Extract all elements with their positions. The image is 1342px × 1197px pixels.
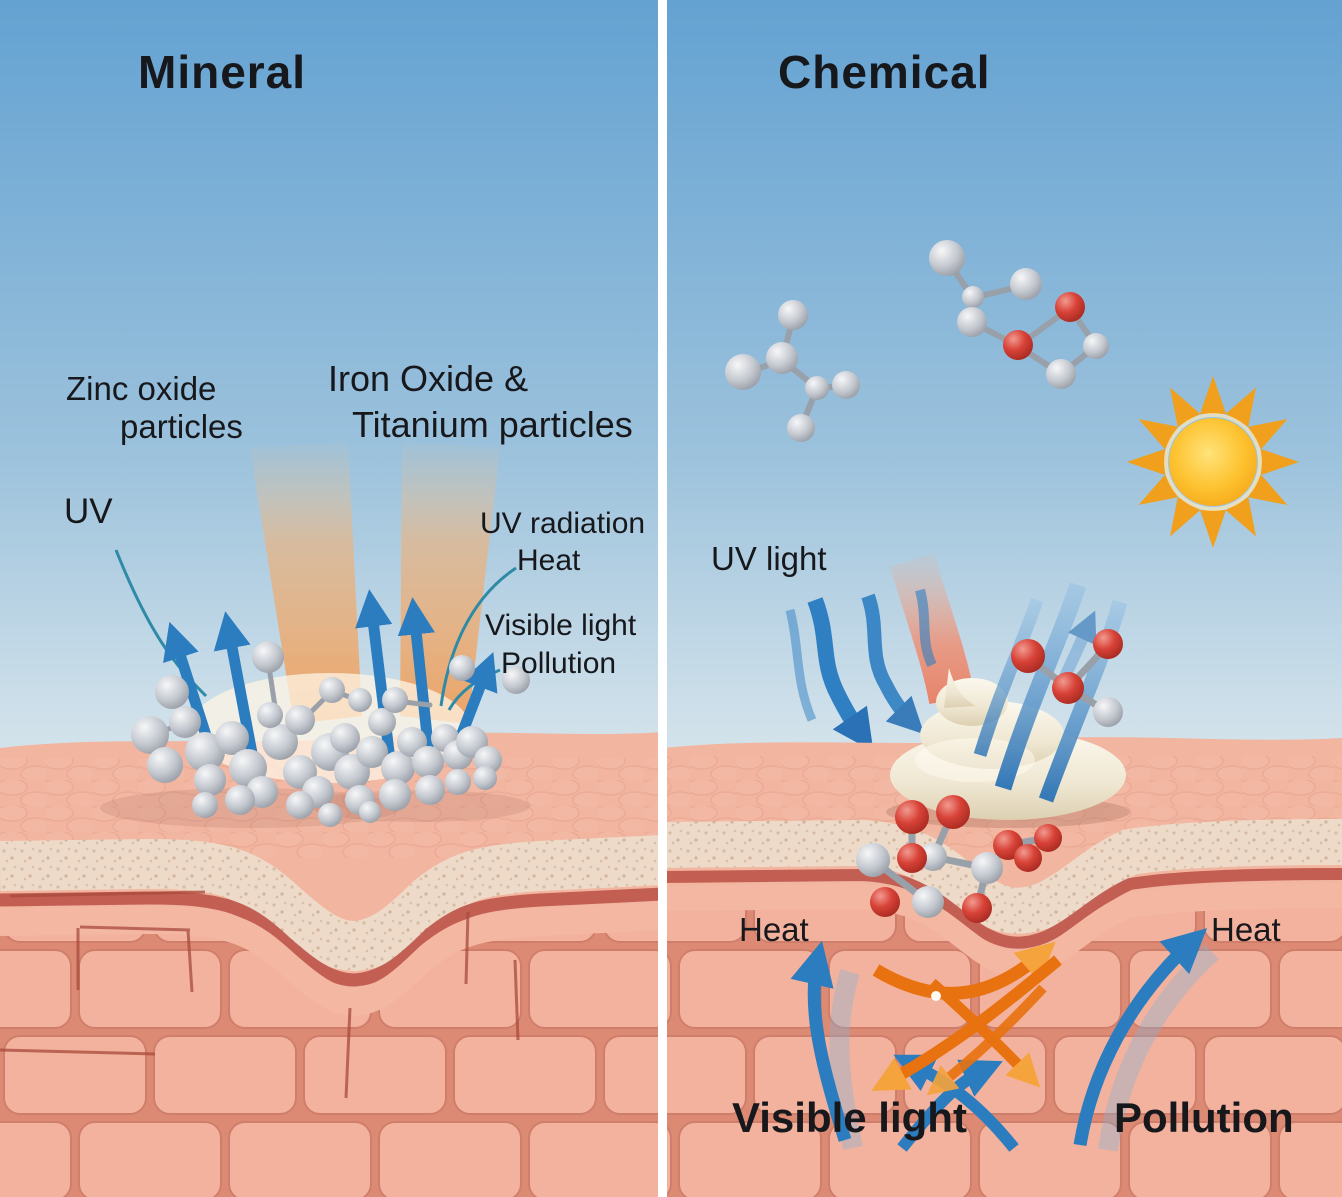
heat-label-left: Heat — [739, 911, 809, 948]
uv-radiation-label: UV radiation — [480, 507, 646, 540]
pollution-label-chemical: Pollution — [1114, 1094, 1294, 1141]
chemical-panel-title: Chemical — [778, 46, 991, 98]
zinc-oxide-label-line1: Zinc oxide — [66, 370, 217, 407]
iron-oxide-label-line2: Titanium particles — [352, 404, 633, 445]
visible-light-label-chemical: Visible light — [732, 1094, 967, 1141]
chemical-molecule-on-cream — [1011, 629, 1123, 727]
skin-layers-right — [662, 819, 1342, 1197]
mineral-particle-cluster — [100, 641, 530, 828]
heat-label-mineral: Heat — [517, 544, 581, 577]
absorbed-molecule-cluster — [856, 795, 1062, 923]
zinc-oxide-label-line2: particles — [120, 408, 243, 445]
uv-label: UV — [64, 492, 113, 531]
chemical-molecule-top-left — [725, 300, 860, 442]
uv-light-label: UV light — [711, 540, 827, 577]
iron-oxide-label-line1: Iron Oxide & — [328, 358, 529, 399]
visible-light-label-mineral: Visible light — [485, 609, 637, 642]
chemical-panel — [662, 240, 1342, 1197]
dermis-cracks — [0, 890, 520, 1099]
chemical-molecule-top-right — [929, 240, 1109, 389]
mineral-panel — [0, 442, 665, 1197]
heat-label-right: Heat — [1211, 911, 1281, 948]
mineral-panel-title: Mineral — [138, 46, 307, 98]
uv-arrows-through-cream — [973, 582, 1128, 803]
panel-divider — [658, 0, 667, 1197]
skin-layers-left — [0, 835, 665, 1197]
sun-icon — [1127, 376, 1299, 548]
pollution-label-mineral: Pollution — [501, 647, 617, 680]
re-emission-arrows — [790, 928, 1219, 1152]
uv-light-arrows — [785, 588, 937, 752]
